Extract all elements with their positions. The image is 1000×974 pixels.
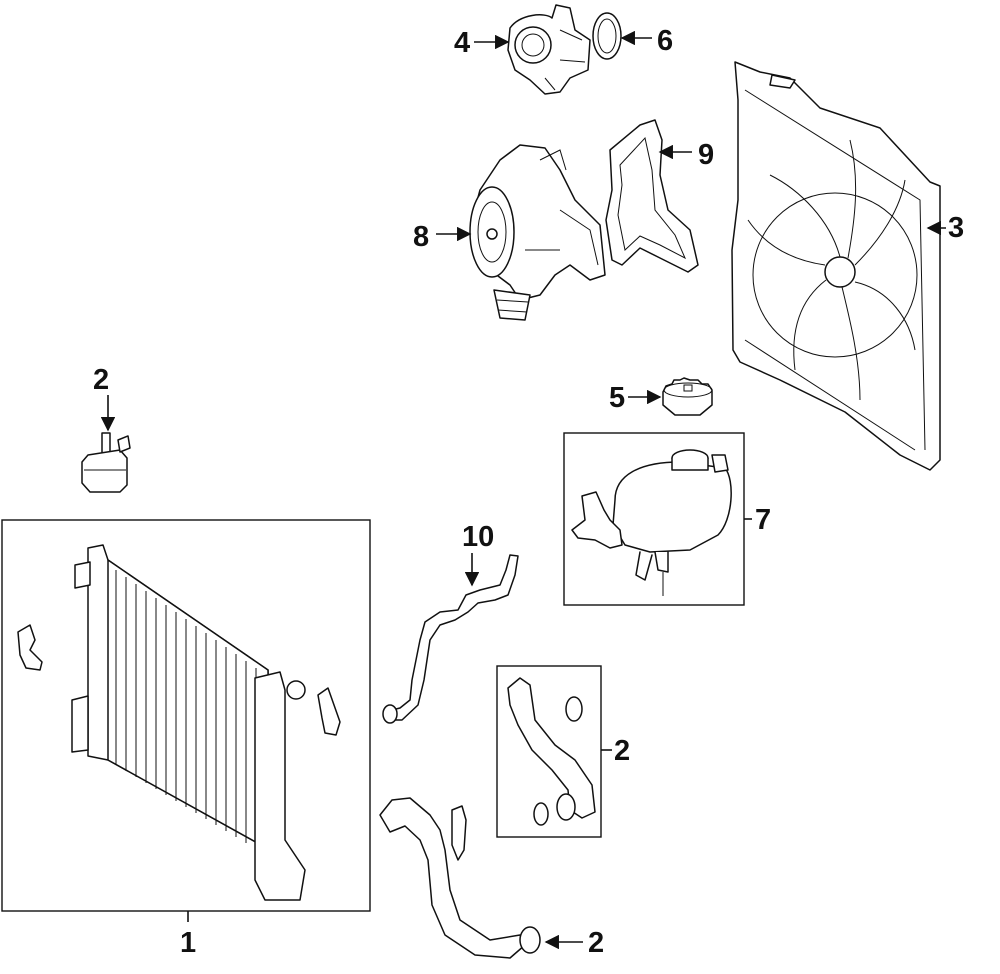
svg-text:3: 3 bbox=[948, 212, 964, 244]
callout-8: 8 bbox=[413, 221, 472, 253]
water-pump bbox=[469, 144, 606, 321]
svg-text:4: 4 bbox=[454, 27, 470, 59]
callout-2-lower: 2 bbox=[544, 927, 604, 959]
callout-9: 9 bbox=[658, 139, 714, 171]
svg-text:1: 1 bbox=[180, 927, 196, 959]
svg-text:7: 7 bbox=[755, 504, 771, 536]
callout-1: 1 bbox=[180, 911, 196, 959]
fan-shroud-assembly bbox=[731, 61, 941, 471]
coolant-level-sensor bbox=[81, 432, 131, 493]
radiator-box bbox=[1, 519, 371, 912]
callout-2-upper: 2 bbox=[601, 735, 630, 767]
svg-text:9: 9 bbox=[698, 139, 714, 171]
callout-5: 5 bbox=[609, 382, 662, 414]
callout-6: 4 bbox=[454, 27, 510, 59]
reservoir-cap bbox=[662, 377, 713, 416]
svg-text:8: 8 bbox=[413, 221, 429, 253]
callout-10: 2 bbox=[93, 364, 116, 432]
callout-3: 10 bbox=[462, 521, 494, 587]
svg-text:10: 10 bbox=[462, 521, 494, 553]
svg-text:6: 6 bbox=[657, 25, 673, 57]
upper-radiator-hose bbox=[382, 554, 519, 724]
lower-radiator-hose bbox=[379, 797, 541, 959]
callout-7: 6 bbox=[620, 25, 673, 57]
thermostat-housing bbox=[507, 4, 591, 95]
callout-4: 7 bbox=[744, 504, 771, 536]
o-ring-seal bbox=[592, 12, 622, 60]
water-pump-gasket bbox=[605, 119, 699, 273]
callout-11: 3 bbox=[926, 212, 964, 244]
expansion-tank-box bbox=[563, 432, 745, 606]
svg-text:2: 2 bbox=[93, 364, 109, 396]
svg-text:2: 2 bbox=[588, 927, 604, 959]
svg-text:5: 5 bbox=[609, 382, 625, 414]
svg-text:2: 2 bbox=[614, 735, 630, 767]
bypass-hose-box bbox=[496, 665, 602, 838]
